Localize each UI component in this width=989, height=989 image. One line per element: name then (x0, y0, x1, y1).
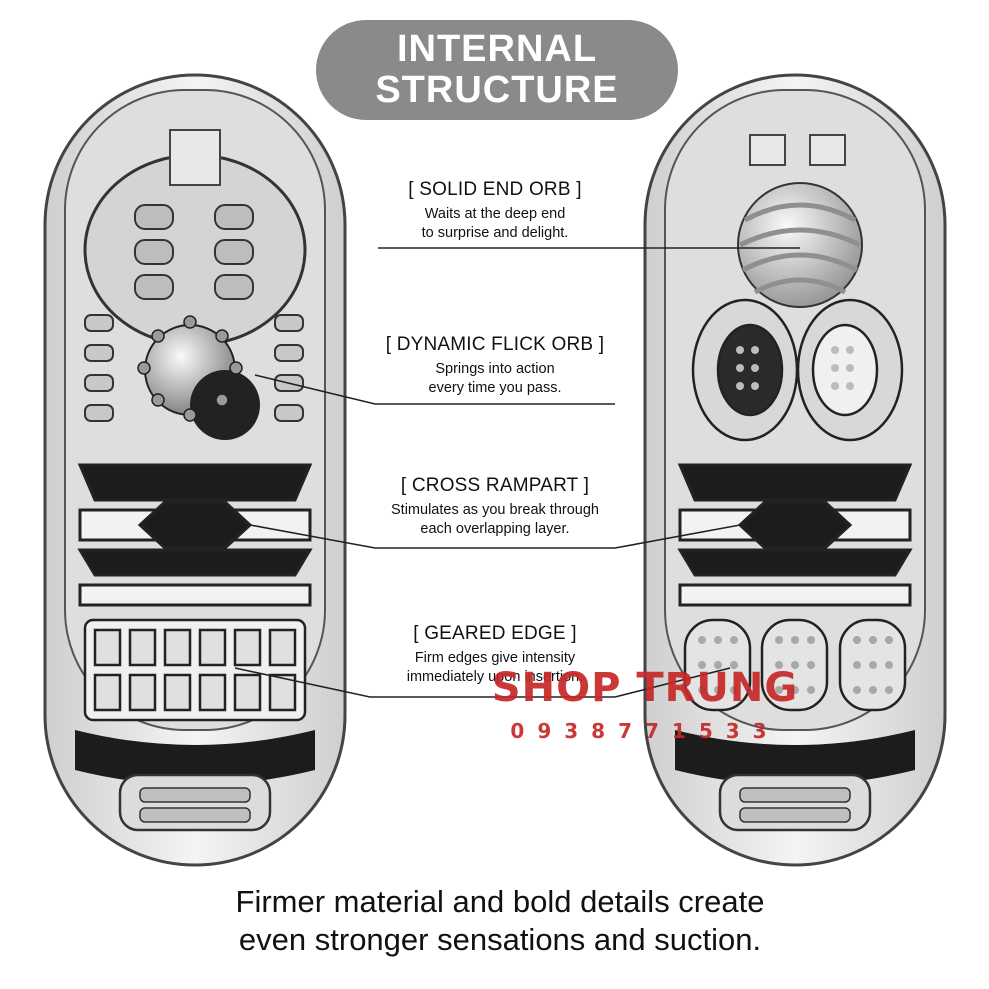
callout-description-line: Stimulates as you break through (391, 502, 599, 518)
shop-watermark: SHOP TRUNG 0938771533 (485, 665, 805, 743)
callout-dynamic-flick-orb: [ DYNAMIC FLICK ORB ] Springs into actio… (340, 333, 650, 398)
callout-solid-end-orb: [ SOLID END ORB ] Waits at the deep end … (340, 178, 650, 243)
title-badge: INTERNAL STRUCTURE (316, 20, 678, 120)
callout-description-line: every time you pass. (428, 380, 562, 396)
callout-geared-edge: [ GEARED EDGE ] Firm edges give intensit… (340, 622, 650, 687)
callout-heading: [ GEARED EDGE ] (413, 623, 577, 644)
watermark-phone: 0938771533 (510, 719, 780, 743)
right-capsule-illustration (640, 70, 950, 870)
left-capsule-svg (43, 73, 347, 867)
watermark-brand: SHOP TRUNG (491, 665, 799, 711)
flick-orb-shape (137, 315, 260, 440)
callout-description-line: Firm edges give intensity (414, 650, 576, 666)
callout-heading: [ SOLID END ORB ] (408, 179, 582, 200)
footer-line-2: even stronger sensations and suction. (238, 922, 762, 957)
callout-description-line: immediately upon insertion. (406, 669, 584, 685)
callout-cross-rampart: [ CROSS RAMPART ] Stimulates as you brea… (340, 474, 650, 539)
solid-end-orb-shape (737, 182, 863, 308)
left-capsule-illustration (40, 70, 350, 870)
footer-caption: Firmer material and bold details create … (100, 883, 900, 959)
footer-line-1: Firmer material and bold details create (235, 884, 765, 919)
callout-description-line: Springs into action (435, 361, 555, 377)
right-capsule-svg (643, 73, 947, 867)
title-line-2: STRUCTURE (375, 69, 619, 111)
callout-heading: [ CROSS RAMPART ] (400, 475, 590, 496)
callout-heading: [ DYNAMIC FLICK ORB ] (385, 334, 605, 355)
callout-description-line: Waits at the deep end (424, 206, 566, 222)
callout-description-line: to surprise and delight. (421, 225, 569, 241)
callout-description-line: each overlapping layer. (420, 521, 570, 537)
title-line-1: INTERNAL (396, 28, 598, 70)
